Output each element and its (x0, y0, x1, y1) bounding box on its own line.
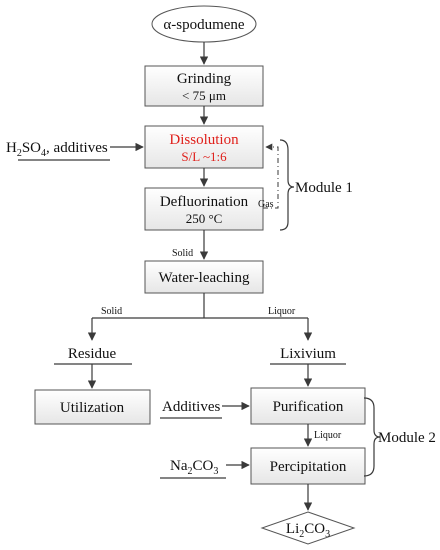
product-label: Li2CO3 (286, 521, 330, 540)
liquor-label-2: Liquor (314, 430, 342, 441)
water-leaching-label: Water-leaching (159, 270, 250, 286)
precipitation-label: Percipitation (270, 459, 347, 475)
module2-bracket (363, 397, 381, 477)
grinding-detail: < 75 μm (182, 88, 226, 103)
defluorination-detail: 250 °C (186, 211, 223, 226)
solid-label-1: Solid (172, 248, 193, 259)
start-node-spodumene: α-spodumene (151, 5, 257, 43)
defluorination-label: Defluorination (160, 194, 249, 210)
lixivium-label: Lixivium (280, 346, 336, 362)
additives-label: Additives (162, 399, 220, 415)
acid-label: H2SO4, additives (6, 140, 108, 159)
step-grinding: Grinding < 75 μm (144, 65, 264, 107)
residue-label: Residue (68, 346, 117, 362)
grinding-label: Grinding (177, 71, 232, 87)
module1-label: Module 1 (295, 180, 353, 196)
dissolution-detail: S/L ~1:6 (181, 149, 227, 164)
step-water-leaching: Water-leaching (144, 260, 264, 294)
module1-bracket (279, 139, 295, 231)
liquor-label-1: Liquor (268, 306, 296, 317)
start-label: α-spodumene (163, 17, 245, 33)
step-purification: Purification (250, 387, 366, 425)
step-precipitation: Percipitation (250, 447, 366, 485)
gas-label: Gas (258, 199, 274, 210)
input-acid: H2SO4, additives (6, 140, 144, 161)
product-node: Li2CO3 (260, 511, 356, 545)
module2-label: Module 2 (378, 430, 436, 446)
step-defluorination: Defluorination 250 °C (144, 187, 264, 231)
purification-label: Purification (273, 399, 344, 415)
dissolution-label: Dissolution (169, 132, 239, 148)
step-utilization: Utilization (34, 389, 151, 425)
utilization-label: Utilization (60, 400, 125, 416)
solid-label-2: Solid (101, 306, 122, 317)
step-dissolution: Dissolution S/L ~1:6 (144, 125, 264, 169)
na2co3-label: Na2CO3 (170, 458, 218, 477)
